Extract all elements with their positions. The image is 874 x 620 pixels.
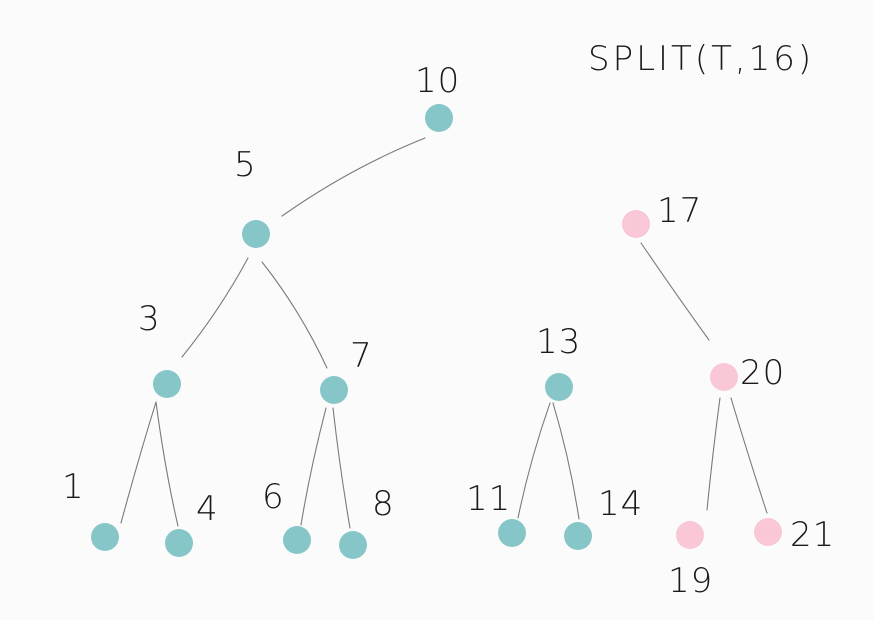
node-label-6: 6 (262, 477, 285, 517)
node-10 (425, 104, 453, 132)
edge-13-14 (552, 402, 580, 520)
edge-7-8 (332, 407, 351, 529)
node-6 (283, 526, 311, 554)
node-19 (676, 521, 704, 549)
node-label-11: 11 (466, 479, 511, 519)
node-label-8: 8 (372, 484, 395, 524)
node-label-14: 14 (598, 484, 643, 524)
edge-10-5 (281, 137, 426, 217)
edge-17-20 (640, 242, 710, 341)
node-11 (498, 519, 526, 547)
node-1 (91, 523, 119, 551)
node-3 (153, 370, 181, 398)
node-label-1: 1 (62, 467, 85, 507)
node-17 (622, 210, 650, 238)
node-7 (320, 376, 348, 404)
edge-3-1 (120, 401, 157, 524)
edges-layer (120, 137, 768, 529)
edge-20-21 (730, 397, 768, 514)
node-label-17: 17 (657, 191, 702, 231)
node-label-21: 21 (790, 515, 835, 555)
edge-20-19 (706, 397, 721, 511)
edge-3-4 (155, 401, 179, 527)
node-14 (564, 522, 592, 550)
node-label-19: 19 (668, 561, 713, 601)
node-13 (545, 373, 573, 401)
node-8 (339, 531, 367, 559)
node-label-3: 3 (138, 299, 161, 339)
edge-5-3 (181, 257, 249, 358)
node-label-10: 10 (415, 61, 460, 101)
node-label-4: 4 (196, 489, 219, 529)
node-label-13: 13 (536, 322, 581, 362)
node-label-7: 7 (350, 336, 373, 376)
node-5 (242, 220, 270, 248)
node-label-5: 5 (234, 145, 257, 185)
edge-13-11 (517, 402, 551, 519)
node-label-20: 20 (740, 353, 785, 393)
nodes-layer (91, 104, 782, 559)
node-21 (754, 518, 782, 546)
edge-5-7 (261, 261, 328, 369)
edge-7-6 (300, 407, 327, 526)
node-20 (710, 363, 738, 391)
diagram-title: SPLIT(T,16) (588, 39, 814, 79)
node-4 (165, 529, 193, 557)
